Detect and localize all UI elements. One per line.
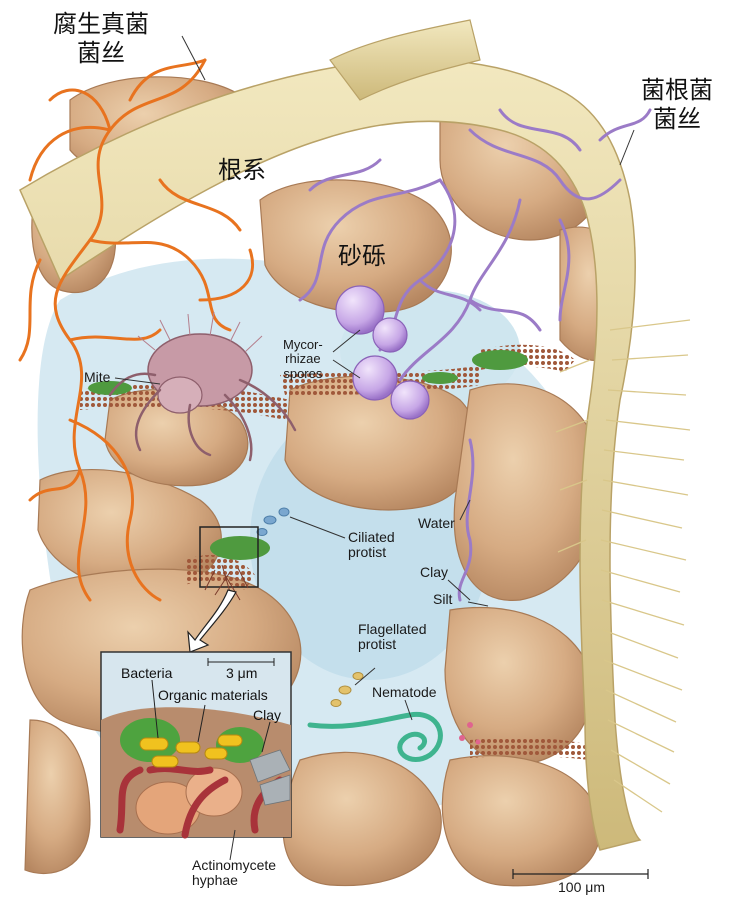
label-ciliated-line1: Ciliated xyxy=(348,529,395,545)
label-actinomycete-line2: hyphae xyxy=(192,872,238,889)
label-silt: Silt xyxy=(433,591,453,607)
label-gravel: 砂砾 xyxy=(338,242,386,270)
flagellated-protists xyxy=(330,672,364,707)
mite xyxy=(108,311,297,462)
root-hairs xyxy=(555,319,691,813)
inset-panel xyxy=(100,651,292,839)
label-ciliated-protist: Ciliated protist xyxy=(348,529,395,561)
actinomycete-tuft xyxy=(204,564,249,601)
mycorrhizae-spores xyxy=(335,285,430,420)
label-spores-line2: rhizae xyxy=(285,351,321,367)
mycorrhizal-hyphae xyxy=(298,108,652,602)
label-saprotrophic-line1: 腐生真菌 xyxy=(53,10,149,38)
inset-label-clay: Clay xyxy=(253,707,282,723)
label-clay: Clay xyxy=(420,564,449,580)
label-mycorrhizal-line2: 菌丝 xyxy=(653,104,701,133)
label-water: Water xyxy=(418,515,455,531)
label-actinomycete-line1: Actinomycete xyxy=(192,857,277,873)
ciliated-protists xyxy=(256,507,290,536)
label-mite: Mite xyxy=(84,369,111,385)
root-system xyxy=(19,19,642,851)
moss-patches xyxy=(88,350,528,560)
inset-label-organic-materials: Organic materials xyxy=(158,687,268,703)
leader-lines xyxy=(114,35,635,861)
label-saprotrophic-line2: 菌丝 xyxy=(77,38,125,67)
label-root: 根系 xyxy=(218,156,266,184)
label-flagellated-line2: protist xyxy=(358,636,397,653)
label-ciliated-line2: protist xyxy=(348,544,387,561)
inset-arrow xyxy=(187,589,237,653)
label-flagellated-protist: Flagellated protist xyxy=(358,621,427,653)
scale-bar-label: 100 μm xyxy=(558,879,605,895)
label-saprotrophic-hyphae: 腐生真菌 菌丝 xyxy=(36,10,166,68)
saprotrophic-hyphae xyxy=(18,58,254,602)
label-spores-line1: Mycor- xyxy=(283,337,323,352)
small-organisms xyxy=(459,722,481,745)
label-nematode: Nematode xyxy=(372,684,437,700)
label-flagellated-line1: Flagellated xyxy=(358,621,427,637)
scale-bar xyxy=(512,869,649,879)
label-mycorrhizal-hyphae: 菌根菌 菌丝 xyxy=(622,76,732,134)
label-spores-line3: spores xyxy=(283,365,323,381)
nematode xyxy=(307,712,443,762)
label-mycorrhizae-spores: Mycor- rhizae spores xyxy=(283,337,323,381)
label-mycorrhizal-line1: 菌根菌 xyxy=(641,76,713,104)
inset-scale-label: 3 μm xyxy=(226,665,258,681)
inset-label-bacteria: Bacteria xyxy=(121,665,173,681)
label-actinomycete-hyphae: Actinomycete hyphae xyxy=(192,857,277,889)
